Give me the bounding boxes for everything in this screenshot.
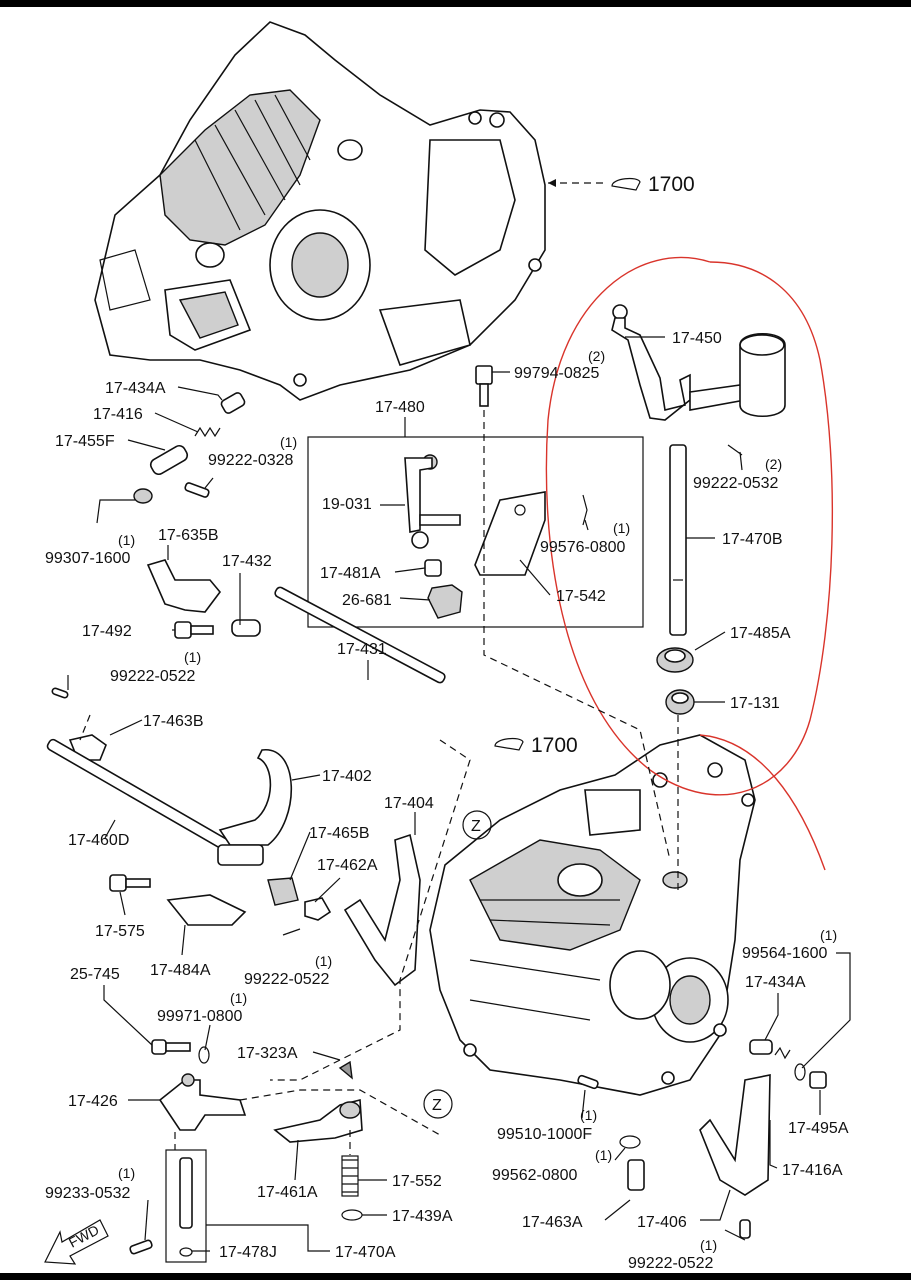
label-17-323a: 17-323A	[237, 1045, 298, 1062]
small-parts-left	[46, 392, 446, 1263]
leader-lines	[67, 179, 851, 1252]
label-17-460d: 17-460D	[68, 832, 129, 849]
label-17-404: 17-404	[384, 795, 434, 812]
label-17-461a: 17-461A	[257, 1184, 318, 1201]
fwd-arrow-icon	[44, 1219, 109, 1265]
label-17-485a: 17-485A	[730, 625, 791, 642]
label-17-426: 17-426	[68, 1093, 118, 1110]
label-99971-0800: 99971-0800	[157, 1008, 243, 1025]
label-17-439a: 17-439A	[392, 1208, 453, 1225]
label-fwd: FWD	[66, 1222, 102, 1251]
label-99222-0522-c: 99222-0522	[628, 1255, 714, 1272]
qty-99971: (1)	[230, 990, 247, 1006]
label-17-432: 17-432	[222, 553, 272, 570]
label-17-470a: 17-470A	[335, 1244, 396, 1261]
label-17-492: 17-492	[82, 623, 132, 640]
qty-99233: (1)	[118, 1165, 135, 1181]
label-17-434a-top: 17-434A	[105, 380, 166, 397]
label-99562-0800: 99562-0800	[492, 1167, 578, 1184]
label-99222-0522-b: 99222-0522	[244, 971, 330, 988]
qty-99222-0532: (2)	[765, 456, 782, 472]
label-z-1: Z	[471, 818, 481, 835]
label-17-478j: 17-478J	[219, 1244, 277, 1261]
label-17-552: 17-552	[392, 1173, 442, 1190]
label-17-463b: 17-463B	[143, 713, 204, 730]
qty-99564: (1)	[820, 927, 837, 943]
qty-99222-0522-b: (1)	[315, 953, 332, 969]
red-highlight-loop	[545, 256, 834, 871]
label-z-2: Z	[432, 1097, 442, 1114]
bushing-17-131	[665, 689, 695, 715]
transmission-housing-upper	[94, 21, 546, 401]
label-17-635b: 17-635B	[158, 527, 219, 544]
label-99307-1600: 99307-1600	[45, 550, 131, 567]
qty-99222-0522-c: (1)	[700, 1237, 717, 1253]
callout-labels: 1700 1700 Z Z FWD 17-450 (2) 99794-0825 …	[45, 173, 849, 1272]
label-17-465b: 17-465B	[309, 825, 370, 842]
label-17-462a: 17-462A	[317, 857, 378, 874]
qty-99794: (2)	[588, 348, 605, 364]
label-17-402: 17-402	[322, 768, 372, 785]
label-99222-0328: 99222-0328	[208, 452, 294, 469]
qty-99222-0522-a: (1)	[184, 649, 201, 665]
label-17-416a: 17-416A	[782, 1162, 843, 1179]
label-99794-0825: 99794-0825	[514, 365, 600, 382]
qty-99576: (1)	[613, 520, 630, 536]
label-17-575: 17-575	[95, 923, 145, 940]
qty-99222-0328: (1)	[280, 434, 297, 450]
label-17-463a: 17-463A	[522, 1214, 583, 1231]
label-25-745: 25-745	[70, 966, 120, 983]
label-17-484a: 17-484A	[150, 962, 211, 979]
label-17-450: 17-450	[672, 330, 722, 347]
kit-17-480	[307, 417, 644, 628]
label-17-455f: 17-455F	[55, 433, 115, 450]
qty-99562: (1)	[595, 1147, 612, 1163]
label-17-481a: 17-481A	[320, 565, 381, 582]
qty-99510: (1)	[580, 1107, 597, 1123]
bolt-99794-0825	[475, 365, 493, 407]
label-99576-0800: 99576-0800	[540, 539, 626, 556]
shift-rod-17-470b	[669, 444, 687, 636]
label-17-542: 17-542	[556, 588, 606, 605]
label-1700-top: 1700	[648, 173, 695, 196]
qty-99307: (1)	[118, 532, 135, 548]
ref-z-circle-1	[462, 810, 492, 840]
ref-1700-top-icon	[611, 177, 641, 191]
label-17-431: 17-431	[337, 641, 387, 658]
shift-lever-17-450	[611, 304, 786, 456]
label-17-470b: 17-470B	[722, 531, 783, 548]
label-17-131: 17-131	[730, 695, 780, 712]
label-99233-0532: 99233-0532	[45, 1185, 131, 1202]
label-17-416: 17-416	[93, 406, 143, 423]
label-99222-0522-a: 99222-0522	[110, 668, 196, 685]
transmission-case-lower	[429, 734, 756, 1096]
label-1700-mid: 1700	[531, 734, 578, 757]
ref-1700-mid-icon	[494, 737, 524, 751]
label-99222-0532: 99222-0532	[693, 475, 779, 492]
label-17-480: 17-480	[375, 399, 425, 416]
label-99510-1000f: 99510-1000F	[497, 1126, 592, 1143]
ref-z-circle-2	[423, 1089, 453, 1119]
seal-17-485a	[656, 647, 694, 673]
bottom-border	[0, 1273, 911, 1280]
label-17-434a-bottom: 17-434A	[745, 974, 806, 991]
label-26-681: 26-681	[342, 592, 392, 609]
label-19-031: 19-031	[322, 496, 372, 513]
label-99564-1600: 99564-1600	[742, 945, 828, 962]
label-17-406: 17-406	[637, 1214, 687, 1231]
top-border	[0, 0, 911, 7]
small-parts-right	[577, 1039, 827, 1239]
label-17-495a: 17-495A	[788, 1120, 849, 1137]
